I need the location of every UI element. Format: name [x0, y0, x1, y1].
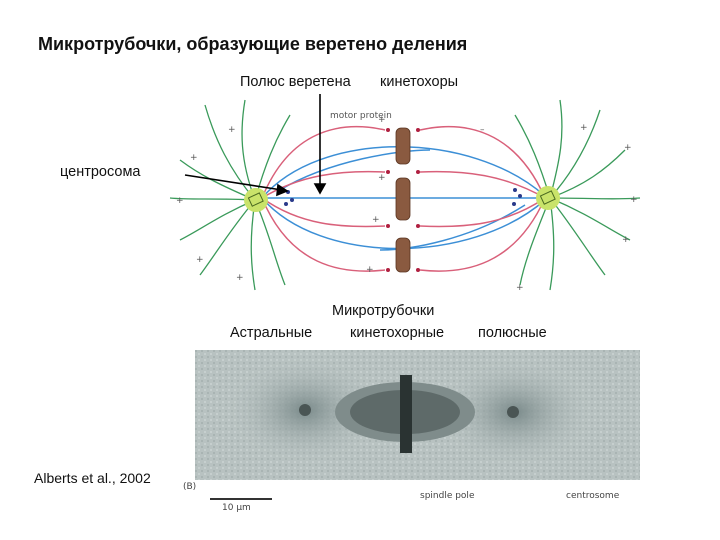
- page-title: Микротрубочки, образующие веретено делен…: [38, 34, 468, 54]
- kinetochore-marks: [386, 128, 420, 272]
- annotation-arrows: [184, 94, 327, 197]
- micrograph: [195, 350, 640, 480]
- centrosome-right: [536, 186, 560, 210]
- svg-text:+: +: [378, 115, 386, 125]
- polarity-marks: + + + + + + + + + – + + + + +: [176, 115, 638, 293]
- svg-text:+: +: [622, 235, 630, 245]
- scale-bar: [210, 498, 272, 500]
- svg-text:+: +: [236, 273, 244, 283]
- motor-protein-label: motor protein: [330, 111, 392, 121]
- label-astral: Астральные: [230, 325, 313, 341]
- svg-text:+: +: [624, 143, 632, 153]
- svg-text:+: +: [580, 123, 588, 133]
- citation: Alberts et al., 2002: [34, 470, 151, 486]
- spindle-pole-label: spindle pole: [420, 491, 475, 501]
- centrosome-left: [244, 188, 268, 212]
- label-centrosome: центросома: [60, 164, 141, 180]
- svg-text:+: +: [366, 265, 374, 275]
- svg-text:+: +: [378, 173, 386, 183]
- label-kinetochores: кинетохоры: [380, 74, 459, 90]
- astral-microtubules-right: [514, 99, 641, 291]
- centrosome-label: centrosome: [566, 491, 620, 501]
- label-spindle-pole: Полюс веретена: [240, 74, 351, 90]
- label-polar: полюсные: [478, 325, 547, 341]
- svg-text:+: +: [228, 125, 236, 135]
- spindle-diagram: + + + + + + + + + – + + + + + motor prot…: [169, 94, 641, 293]
- panel-label: (B): [183, 482, 197, 492]
- svg-text:+: +: [516, 283, 524, 293]
- label-microtubules: Микротрубочки: [332, 303, 435, 319]
- label-kinetochore-mt: кинетохорные: [350, 325, 445, 341]
- chromosomes: [395, 127, 411, 273]
- svg-text:+: +: [176, 196, 184, 206]
- svg-text:+: +: [196, 255, 204, 265]
- svg-text:+: +: [190, 153, 198, 163]
- scale-label: 10 μm: [222, 503, 251, 513]
- kinetochore-microtubules: [261, 125, 546, 272]
- svg-text:+: +: [372, 215, 380, 225]
- svg-text:+: +: [630, 195, 638, 205]
- svg-text:–: –: [480, 125, 485, 135]
